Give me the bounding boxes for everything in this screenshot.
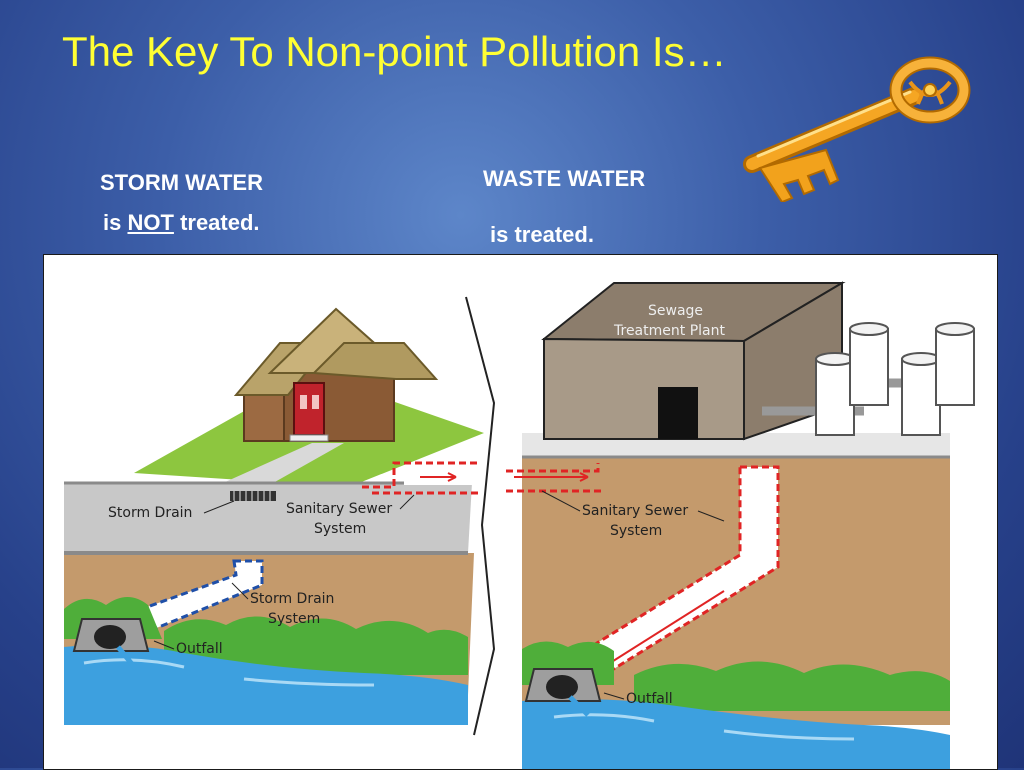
- right-outfall-label: Outfall: [626, 691, 673, 707]
- outfall-pipe-icon: [524, 668, 602, 717]
- left-storm-system-label-2: System: [268, 611, 320, 627]
- storm-water-heading: STORM WATER: [100, 170, 263, 195]
- storage-tank-icon: [762, 322, 975, 436]
- left-outfall-label: Outfall: [176, 641, 223, 657]
- storm-drain-grate-icon: [230, 491, 276, 501]
- key-icon: [738, 52, 978, 207]
- left-storm-drain-label: Storm Drain: [108, 505, 192, 521]
- treatment-plant-icon: Sewage Treatment Plant: [541, 281, 846, 441]
- storm-is-text: is: [103, 210, 122, 235]
- right-sanitary-label-2: System: [610, 523, 662, 539]
- storm-treated-text: treated.: [180, 210, 260, 235]
- storm-water-subheading: is NOT treated.: [103, 210, 260, 236]
- outfall-pipe-icon: [72, 618, 150, 671]
- house-icon: [233, 307, 439, 442]
- right-sanitary-label-1: Sanitary Sewer: [582, 503, 688, 519]
- plant-label-1: Sewage: [648, 303, 703, 319]
- waste-water-subheading: is treated.: [490, 222, 594, 247]
- waste-water-heading: WASTE WATER: [483, 166, 646, 191]
- storm-not-text: NOT: [127, 210, 174, 235]
- left-storm-system-label-1: Storm Drain: [250, 591, 334, 607]
- pollution-diagram: Storm Drain Sanitary Sewer System Storm …: [43, 254, 998, 770]
- left-sanitary-label-1: Sanitary Sewer: [286, 501, 392, 517]
- plant-label-2: Treatment Plant: [613, 323, 725, 339]
- slide-title: The Key To Non-point Pollution Is…: [62, 28, 727, 75]
- left-sanitary-label-2: System: [314, 521, 366, 537]
